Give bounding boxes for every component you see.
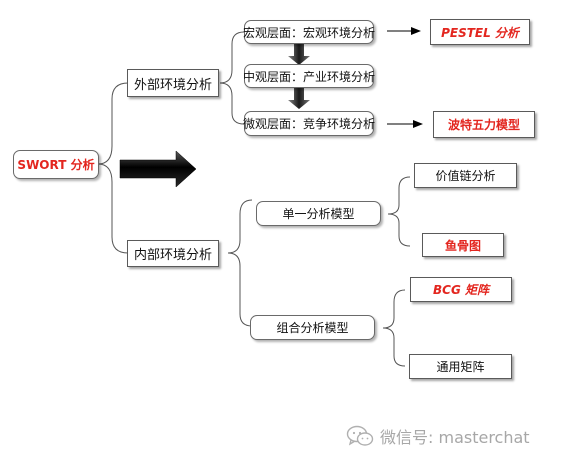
external-brace: [219, 31, 245, 125]
meso-level-label: 中观层面：产业环境分析: [243, 69, 376, 84]
down-arrow-icon: [288, 44, 310, 65]
single-brace: [387, 176, 411, 247]
watermark: 微信号: masterchat: [346, 423, 561, 449]
value-chain-label: 价值链分析: [435, 169, 496, 183]
ge-matrix-node: 通用矩阵: [409, 354, 512, 379]
combined-model-label: 组合分析模型: [276, 321, 349, 335]
fishbone-node: 鱼骨图: [422, 233, 504, 257]
ge-matrix-label: 通用矩阵: [436, 360, 485, 374]
bcg-matrix-label: BCG 矩阵: [433, 283, 489, 297]
combined-brace: [382, 289, 406, 367]
micro-level-node: 微观层面：竞争环境分析: [243, 111, 376, 136]
porter-five-forces-label: 波特五力模型: [447, 118, 520, 132]
bcg-matrix-node: BCG 矩阵: [410, 277, 512, 302]
value-chain-node: 价值链分析: [414, 163, 517, 188]
right-arrow-icon: [413, 120, 423, 128]
external-label: 外部环境分析: [133, 77, 212, 93]
pestel-label: PESTEL 分析: [441, 25, 519, 40]
macro-level-label: 宏观层面：宏观环境分析: [243, 25, 376, 40]
fishbone-label: 鱼骨图: [444, 238, 481, 253]
combined-model-node: 组合分析模型: [250, 315, 375, 340]
macro-level-node: 宏观层面：宏观环境分析: [243, 20, 376, 44]
single-model-node: 单一分析模型: [256, 201, 381, 226]
watermark-text: 微信号: masterchat: [380, 428, 530, 447]
porter-five-forces-node: 波特五力模型: [433, 111, 535, 138]
right-arrow-icon: [411, 27, 421, 35]
root-label: SWORT 分析: [17, 158, 95, 172]
wechat-icon: [346, 425, 374, 446]
external-node: 外部环境分析: [127, 69, 219, 97]
meso-level-node: 中观层面：产业环境分析: [243, 64, 376, 88]
internal-label: 内部环境分析: [133, 248, 212, 263]
big-right-arrow-icon: [119, 150, 197, 188]
down-arrow-icon: [288, 88, 310, 109]
pestel-node: PESTEL 分析: [430, 19, 530, 45]
micro-level-label: 微观层面：竞争环境分析: [243, 117, 376, 131]
single-model-label: 单一分析模型: [282, 207, 355, 221]
root-brace: [97, 82, 129, 254]
root-node: SWORT 分析: [13, 150, 99, 179]
internal-node: 内部环境分析: [127, 240, 219, 267]
internal-brace: [227, 199, 253, 327]
